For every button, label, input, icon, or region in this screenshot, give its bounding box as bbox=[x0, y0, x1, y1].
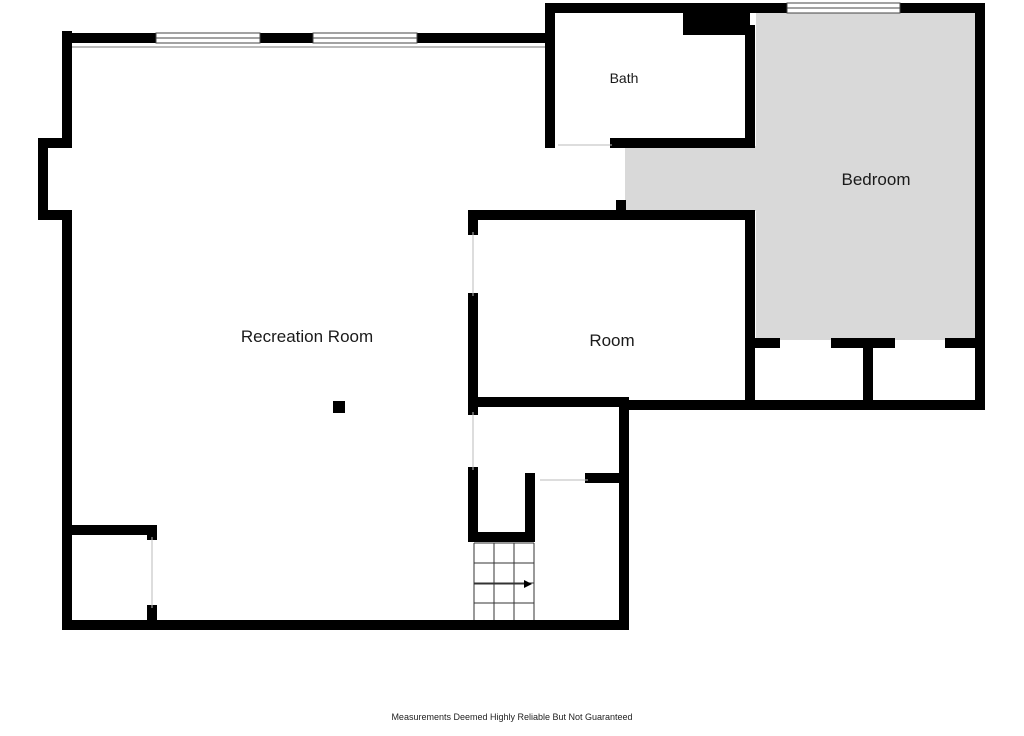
support-post bbox=[333, 401, 345, 413]
label-bedroom: Bedroom bbox=[842, 170, 911, 189]
bedroom-floor bbox=[625, 13, 976, 340]
windows bbox=[155, 2, 901, 44]
stair-arrow-head bbox=[524, 580, 532, 588]
bath-dark-block bbox=[683, 13, 750, 35]
label-room: Room bbox=[589, 331, 634, 350]
stairs bbox=[473, 542, 535, 620]
wall-left bbox=[38, 31, 72, 630]
door-openings bbox=[151, 144, 612, 608]
measurement-disclaimer: Measurements Deemed Highly Reliable But … bbox=[391, 712, 633, 722]
label-bath: Bath bbox=[610, 70, 639, 86]
bedroom-hall-fill bbox=[625, 146, 756, 211]
walls bbox=[38, 3, 985, 630]
label-recreation-room: Recreation Room bbox=[241, 327, 373, 346]
